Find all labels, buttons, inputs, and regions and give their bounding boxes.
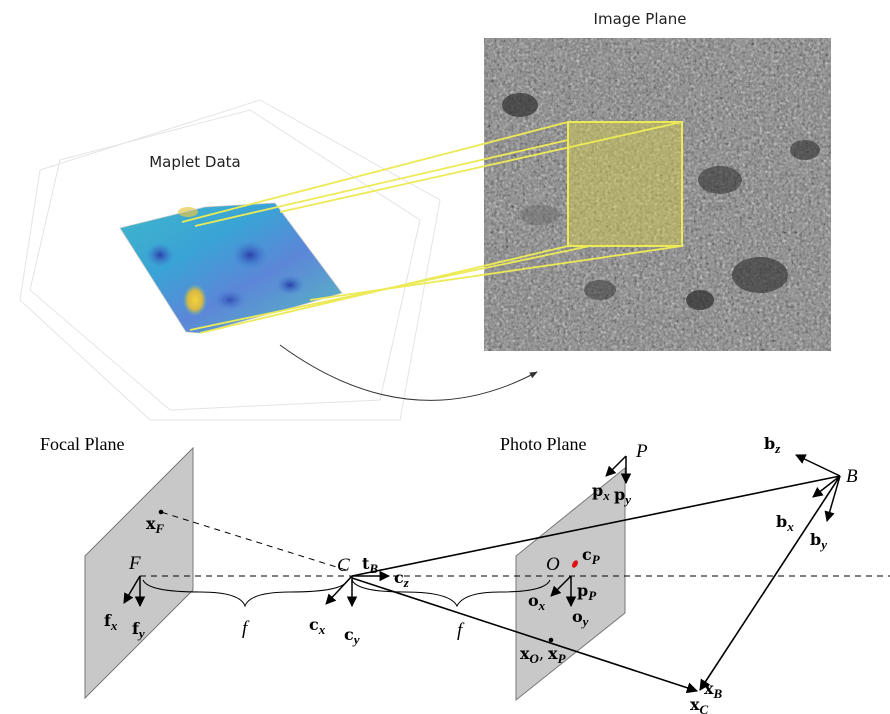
label-f-right: f xyxy=(457,620,465,641)
brace-right xyxy=(351,579,551,608)
brace-left xyxy=(142,579,349,608)
xF-point xyxy=(158,509,164,515)
label-py: py xyxy=(614,485,631,507)
label-tB: tB xyxy=(362,554,378,576)
label-C: C xyxy=(337,555,350,576)
label-cy: cy xyxy=(344,625,360,647)
photo-axes xyxy=(550,575,577,608)
label-bx: bx xyxy=(776,512,794,534)
photo-plane-title: Photo Plane xyxy=(500,434,587,454)
label-xO-xP: xO,xP xyxy=(520,644,567,666)
label-cz: cz xyxy=(394,568,410,590)
label-by: by xyxy=(810,530,827,552)
label-O: O xyxy=(546,554,560,575)
label-F: F xyxy=(128,553,141,574)
image-plane-photo xyxy=(484,38,831,351)
label-P: P xyxy=(635,441,648,462)
camera-axes xyxy=(325,570,391,608)
highlight-region xyxy=(567,121,683,247)
label-oy: oy xyxy=(572,607,589,629)
label-bz: bz xyxy=(764,434,781,456)
rays xyxy=(351,475,841,694)
label-fy: fy xyxy=(132,619,145,641)
label-xC: xC xyxy=(690,695,709,714)
body-axes xyxy=(795,454,841,523)
label-f-left: f xyxy=(242,618,250,639)
label-ox: ox xyxy=(528,591,546,613)
xO-point xyxy=(548,637,554,643)
label-xF: xF xyxy=(146,514,165,536)
maplet-faint-outline xyxy=(19,99,441,421)
focal-plane xyxy=(84,446,194,700)
label-px: px xyxy=(592,481,610,503)
projection-lines xyxy=(181,121,683,334)
transform-arrow xyxy=(279,344,538,401)
label-pP: pP xyxy=(577,581,597,603)
label-fx: fx xyxy=(104,611,118,633)
label-xB: xB xyxy=(704,679,723,701)
maplet-data-title: Maplet Data xyxy=(149,153,241,171)
label-cP: cP xyxy=(582,545,601,567)
focal-axes xyxy=(123,575,146,608)
label-B: B xyxy=(846,466,858,487)
label-cx: cx xyxy=(309,615,326,637)
focal-plane-title: Focal Plane xyxy=(40,434,124,454)
point-P-axes xyxy=(605,455,632,485)
image-plane-title: Image Plane xyxy=(594,10,687,28)
maplet-surface xyxy=(119,202,343,334)
cP-point xyxy=(572,560,578,568)
